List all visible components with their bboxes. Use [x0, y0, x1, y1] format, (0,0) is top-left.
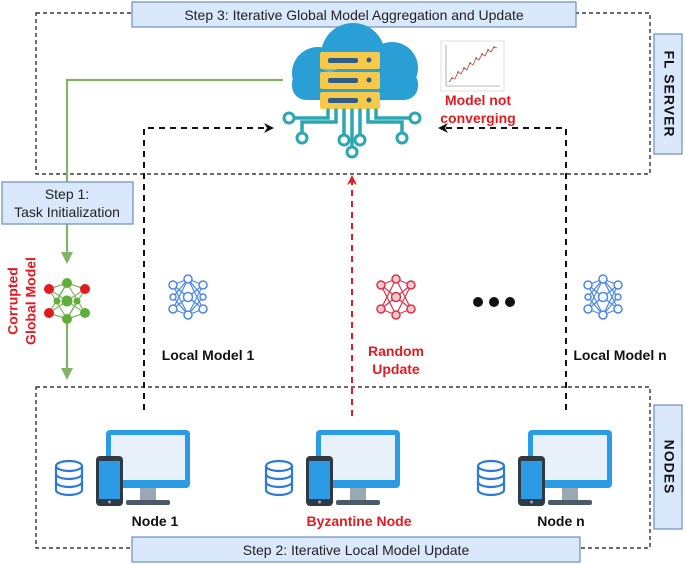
corrupted-global-model-icon	[44, 278, 90, 324]
random-update-line-2: Update	[372, 361, 420, 377]
local-model-n-label: Local Model n	[573, 347, 666, 363]
local-model-1-icon	[168, 274, 208, 320]
ellipsis-icon	[473, 297, 515, 307]
cloud-server-icon	[282, 23, 422, 159]
line-chart-thumbnail-icon	[440, 40, 505, 92]
local-model-1-label: Local Model 1	[162, 347, 255, 363]
random-update-line-1: Random	[368, 343, 424, 359]
step1-box	[1, 181, 134, 225]
server-boundary	[35, 12, 651, 175]
node-1-device-icon	[54, 428, 192, 508]
warning-line-1: Model not	[445, 92, 511, 108]
byzantine-node-label: Byzantine Node	[306, 513, 411, 529]
global-model-line-2: Global Model	[23, 257, 39, 345]
node1-upload-arrow	[143, 123, 274, 410]
init-arrow	[61, 78, 283, 264]
node-1-label: Node 1	[132, 513, 179, 529]
byzantine-node-device-icon	[264, 428, 402, 508]
nodes-label: NODES	[661, 440, 677, 495]
fl-server-label: FL SERVER	[661, 50, 677, 137]
step2-label: Step 2: Iterative Local Model Update	[243, 542, 470, 558]
random-update-model-icon	[376, 274, 416, 320]
step3-label: Step 3: Iterative Global Model Aggregati…	[184, 7, 524, 23]
node-n-label: Node n	[537, 513, 584, 529]
global-model-line-1: Corrupted	[5, 267, 21, 335]
step1-line-2: Task Initialization	[14, 204, 120, 220]
local-model-n-icon	[583, 274, 623, 320]
warning-line-2: converging	[440, 110, 515, 126]
nodes-box	[653, 404, 683, 530]
step2-box	[131, 536, 581, 563]
noden-upload-arrow	[438, 123, 567, 410]
step1-line-1: Step 1:	[45, 186, 89, 202]
node-n-device-icon	[476, 428, 614, 508]
fl-server-box	[653, 33, 683, 155]
